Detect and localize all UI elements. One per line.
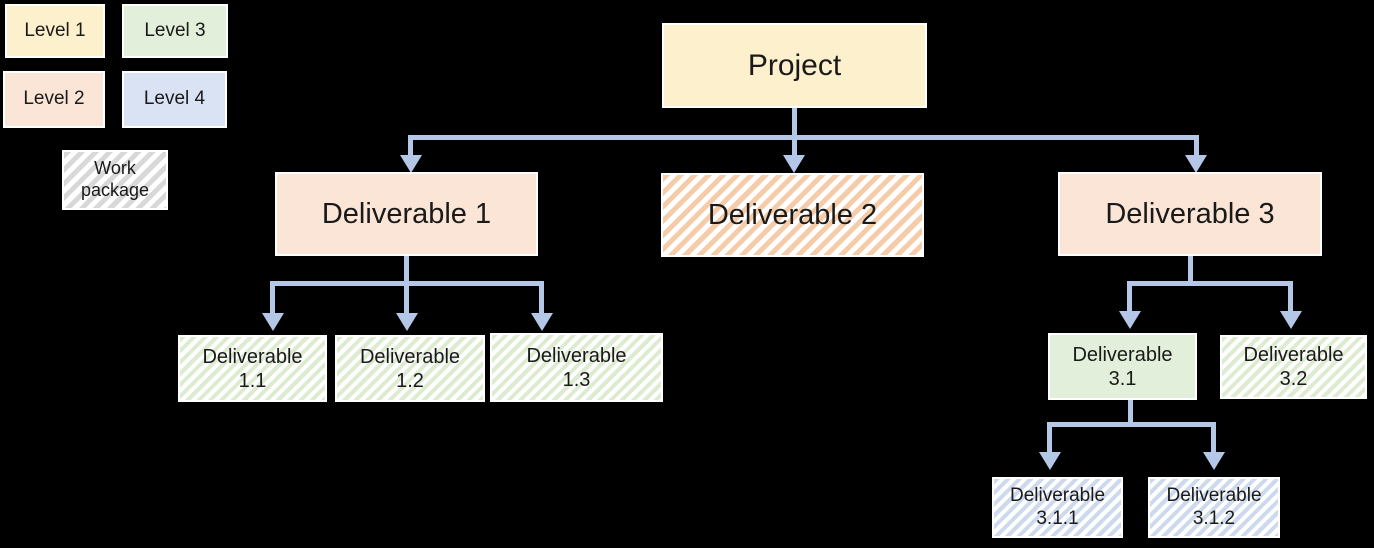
node-deliverable-3-1-label: Deliverable bbox=[1072, 343, 1173, 366]
node-deliverable-1-2: Deliverable 1.2 bbox=[335, 335, 485, 402]
node-deliverable-3-1-2: Deliverable 3.1.2 bbox=[1148, 477, 1280, 538]
arrowhead-d3-1-1-icon bbox=[1039, 452, 1061, 470]
node-project: Project bbox=[662, 23, 927, 108]
node-project-label: Project bbox=[747, 48, 842, 82]
connector-drop-d1-2 bbox=[404, 281, 409, 313]
legend-level-4-label: Level 4 bbox=[143, 88, 206, 110]
node-deliverable-3-1: Deliverable 3.1 bbox=[1048, 333, 1197, 400]
legend-work-package: Work package bbox=[62, 150, 168, 210]
node-deliverable-3: Deliverable 3 bbox=[1058, 172, 1322, 256]
connector-d3-1-rail bbox=[1047, 422, 1216, 427]
connector-drop-d3-1-1 bbox=[1047, 422, 1052, 452]
arrowhead-d3-1-2-icon bbox=[1203, 452, 1225, 470]
node-deliverable-3-1-1-label: Deliverable bbox=[1009, 484, 1106, 506]
connector-drop-d2 bbox=[792, 135, 797, 157]
connector-drop-d1-1 bbox=[270, 281, 275, 313]
connector-project-stem bbox=[792, 107, 797, 136]
node-deliverable-3-1-1: Deliverable 3.1.1 bbox=[992, 477, 1123, 538]
node-deliverable-3-1-2-label: Deliverable bbox=[1166, 484, 1262, 506]
legend-level-2-label: Level 2 bbox=[23, 88, 85, 110]
legend-level-1-label: Level 1 bbox=[24, 19, 86, 41]
node-deliverable-3-1-number: 3.1 bbox=[1108, 367, 1137, 390]
node-deliverable-1-3: Deliverable 1.3 bbox=[490, 333, 663, 402]
arrowhead-d3-2-icon bbox=[1280, 311, 1302, 329]
legend-level-1: Level 1 bbox=[5, 4, 105, 58]
node-deliverable-3-2: Deliverable 3.2 bbox=[1220, 335, 1367, 399]
legend-work-package-label: Work package bbox=[80, 158, 150, 200]
node-deliverable-1-label: Deliverable 1 bbox=[321, 197, 492, 230]
node-deliverable-1-1-number: 1.1 bbox=[238, 369, 267, 392]
arrowhead-d1-icon bbox=[400, 155, 422, 173]
node-deliverable-3-2-number: 3.2 bbox=[1279, 368, 1308, 390]
legend-level-3-label: Level 3 bbox=[144, 19, 206, 41]
arrowhead-d1-2-icon bbox=[396, 313, 418, 331]
node-deliverable-1-2-number: 1.2 bbox=[396, 369, 424, 392]
legend-level-2: Level 2 bbox=[3, 71, 105, 128]
arrowhead-d3-1-icon bbox=[1119, 311, 1141, 329]
node-deliverable-1: Deliverable 1 bbox=[275, 172, 538, 256]
arrowhead-d3-icon bbox=[1185, 155, 1207, 173]
node-deliverable-3-1-1-number: 3.1.1 bbox=[1036, 507, 1079, 529]
legend-level-4: Level 4 bbox=[122, 71, 227, 128]
connector-d3-1-stem bbox=[1128, 399, 1133, 425]
node-deliverable-1-3-number: 1.3 bbox=[562, 368, 591, 391]
connector-drop-d3-1-2 bbox=[1211, 422, 1216, 452]
connector-drop-d3-2 bbox=[1288, 281, 1293, 311]
connector-project-rail bbox=[408, 135, 1199, 140]
node-deliverable-2-label: Deliverable 2 bbox=[707, 198, 878, 231]
connector-d1-stem bbox=[404, 256, 409, 283]
arrowhead-d1-1-icon bbox=[262, 313, 284, 331]
connector-drop-d1 bbox=[408, 135, 413, 157]
node-deliverable-1-3-label: Deliverable bbox=[526, 344, 627, 367]
node-deliverable-3-1-2-number: 3.1.2 bbox=[1192, 507, 1236, 529]
connector-drop-d3-1 bbox=[1127, 281, 1132, 311]
legend-level-3: Level 3 bbox=[122, 4, 228, 58]
node-deliverable-1-2-label: Deliverable bbox=[359, 345, 461, 368]
arrowhead-d1-3-icon bbox=[531, 313, 553, 331]
node-deliverable-2: Deliverable 2 bbox=[661, 173, 924, 257]
connector-d3-rail bbox=[1127, 281, 1293, 286]
connector-drop-d3 bbox=[1194, 135, 1199, 157]
node-deliverable-1-1: Deliverable 1.1 bbox=[178, 335, 327, 402]
node-deliverable-1-1-label: Deliverable bbox=[202, 345, 303, 368]
connector-d3-stem bbox=[1188, 256, 1193, 283]
node-deliverable-3-2-label: Deliverable bbox=[1243, 344, 1344, 366]
node-deliverable-3-label: Deliverable 3 bbox=[1105, 197, 1275, 230]
arrowhead-d2-icon bbox=[783, 155, 805, 173]
connector-drop-d1-3 bbox=[539, 281, 544, 313]
